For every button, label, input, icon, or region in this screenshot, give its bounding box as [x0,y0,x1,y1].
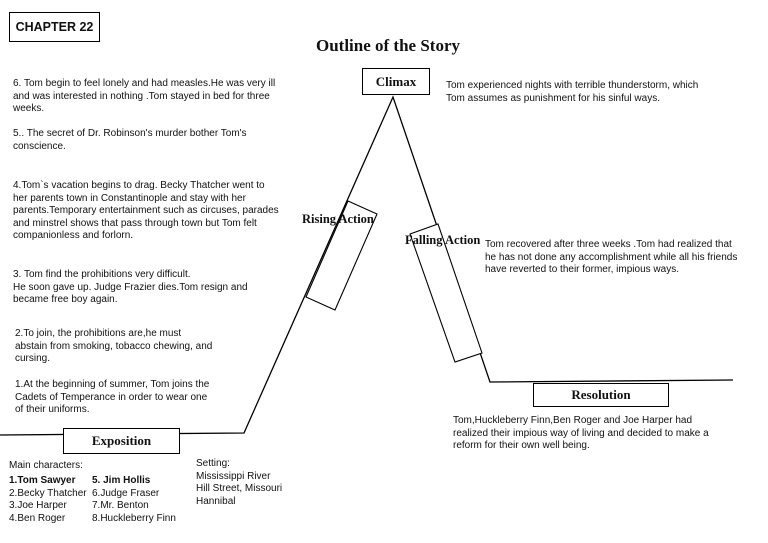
rising-event-4: 4.Tom`s vacation begins to drag. Becky T… [13,180,279,242]
page-title: Outline of the Story [315,36,461,55]
setting-line: Mississippi River [196,470,271,482]
characters-heading: Main characters: [9,460,83,471]
rising-event-2: 2.To join, the prohibitions are,he must … [15,328,213,365]
character-item: 6.Judge Fraser [92,487,160,499]
falling-action-box [409,223,483,363]
falling-action-label: Falling Action [405,233,481,247]
character-item: 1.Tom Sawyer [9,475,76,486]
setting-line: Hannibal [196,495,236,507]
character-item: 4.Ben Roger [9,512,66,524]
character-item: 8.Huckleberry Finn [92,512,176,524]
rising-event-3: 3. Tom find the prohibitions very diffic… [13,269,248,306]
chapter-label: CHAPTER 22 [9,12,100,42]
rising-event-1: 1.At the beginning of summer, Tom joins … [15,379,210,416]
climax-description: Tom experienced nights with terrible thu… [446,80,699,104]
resolution-label: Resolution [533,383,669,407]
character-item: 7.Mr. Benton [92,500,149,511]
falling-action-description: Tom recovered after three weeks .Tom had… [485,239,738,276]
characters-right-list: 5. Jim Hollis 6.Judge Fraser 7.Mr. Bento… [92,475,202,525]
rising-action-label: Rising Action [302,212,374,226]
climax-label: Climax [362,68,430,95]
exposition-label: Exposition [63,428,180,454]
setting-heading: Setting: [196,458,230,469]
rising-event-5: 5.. The secret of Dr. Robinson's murder … [13,128,247,152]
setting-block: Setting: Mississippi River Hill Street, … [196,458,306,508]
setting-line: Hill Street, Missouri [196,483,283,494]
rising-action-box [305,200,378,311]
resolution-description: Tom,Huckleberry Finn,Ben Roger and Joe H… [453,415,709,452]
rising-event-6: 6. Tom begin to feel lonely and had meas… [13,78,276,115]
character-item: 3.Joe Harper [9,500,67,511]
character-item: 2.Becky Thatcher [9,487,87,499]
character-item: 5. Jim Hollis [92,475,151,486]
characters-left-list: 1.Tom Sawyer 2.Becky Thatcher 3.Joe Harp… [9,475,109,525]
